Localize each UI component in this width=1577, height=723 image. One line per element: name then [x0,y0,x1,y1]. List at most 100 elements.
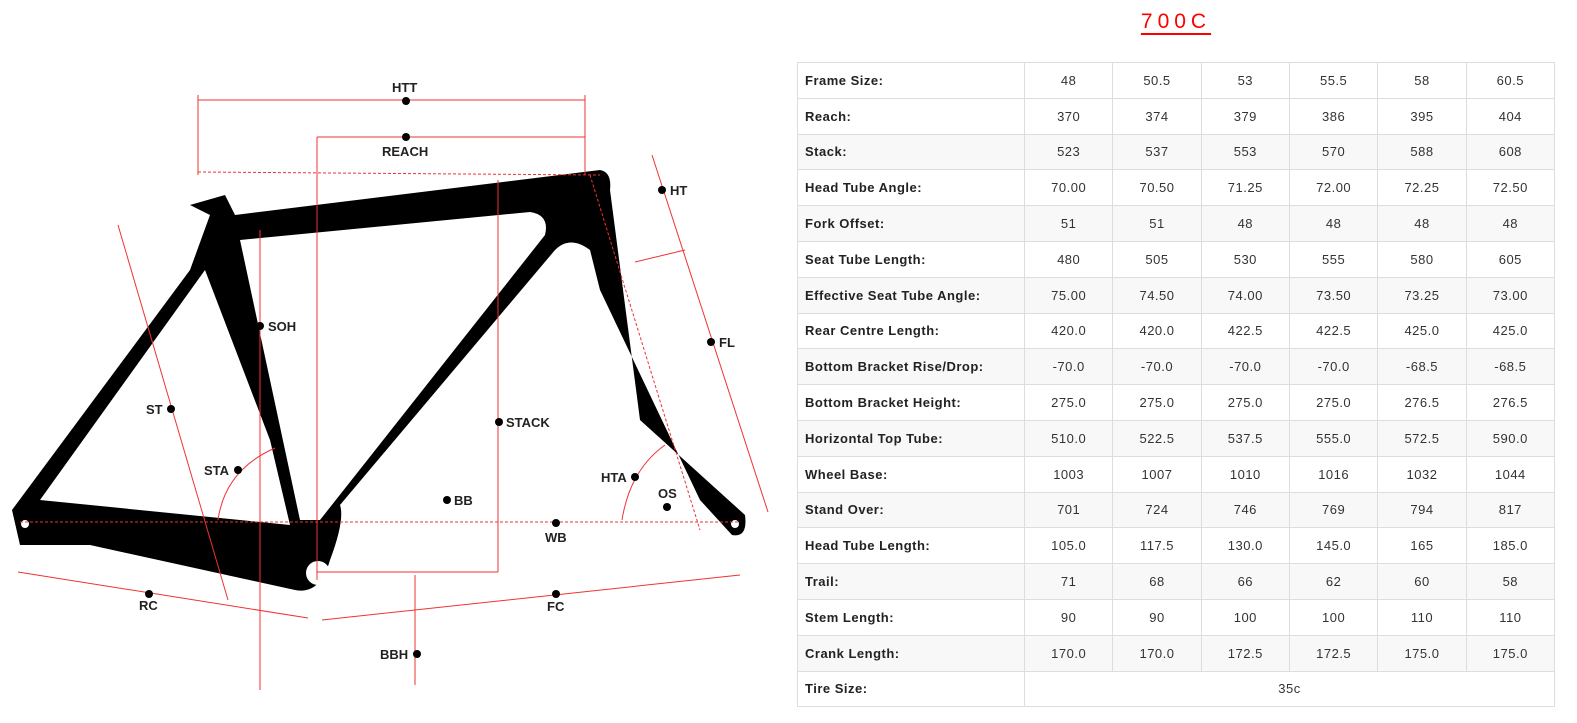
row-label: Horizontal Top Tube: [797,419,1025,457]
cell-value: 35c [1024,670,1555,708]
cell-value: 48 [1023,62,1114,99]
table-row: Bottom Bracket Rise/Drop:-70.0-70.0-70.0… [797,348,1556,386]
cell-value: 60.5 [1465,62,1556,99]
cell-value: 701 [1023,491,1114,529]
label-sta: STA [204,463,230,478]
label-hta: HTA [601,470,627,485]
cell-value: 817 [1465,491,1556,529]
row-label: Fork Offset: [797,205,1025,242]
cell-value: 74.00 [1200,276,1290,314]
cell-value: 165 [1377,527,1467,565]
cell-value: 1032 [1377,455,1467,493]
cell-value: 379 [1200,97,1290,135]
cell-value: 74.50 [1112,276,1202,314]
label-bbh: BBH [380,647,408,662]
cell-value: -68.5 [1377,348,1467,386]
cell-value: -70.0 [1200,348,1290,386]
row-label: Rear Centre Length: [797,312,1025,350]
row-label: Head Tube Length: [797,527,1025,565]
label-ht: HT [670,183,687,198]
label-st: ST [146,402,163,417]
cell-value: 422.5 [1288,312,1379,350]
cell-value: 769 [1288,491,1379,529]
cell-value: 555.0 [1288,419,1379,457]
cell-value: 590.0 [1465,419,1556,457]
cell-value: 420.0 [1023,312,1114,350]
label-fc: FC [547,599,565,614]
cell-value: 58 [1377,62,1467,99]
cell-value: -68.5 [1465,348,1556,386]
cell-value: 48 [1288,205,1379,242]
cell-value: 275.0 [1200,384,1290,421]
cell-value: 608 [1465,133,1556,171]
cell-value: 105.0 [1023,527,1114,565]
row-label: Frame Size: [797,62,1025,99]
cell-value: 605 [1465,240,1556,278]
cell-value: 1010 [1200,455,1290,493]
cell-value: 71.25 [1200,169,1290,207]
cell-value: 1044 [1465,455,1556,493]
label-wb: WB [545,530,567,545]
row-label: Reach: [797,97,1025,135]
cell-value: 537.5 [1200,419,1290,457]
cell-value: 523 [1023,133,1114,171]
cell-value: 145.0 [1288,527,1379,565]
cell-value: 70.00 [1023,169,1114,207]
cell-value: 130.0 [1200,527,1290,565]
cell-value: 175.0 [1377,634,1467,672]
cell-value: 724 [1112,491,1202,529]
cell-value: 395 [1377,97,1467,135]
cell-value: 75.00 [1023,276,1114,314]
cell-value: 175.0 [1465,634,1556,672]
cell-value: 170.0 [1112,634,1202,672]
cell-value: 570 [1288,133,1379,171]
cell-value: 386 [1288,97,1379,135]
row-label: Seat Tube Length: [797,240,1025,278]
cell-value: 276.5 [1465,384,1556,421]
cell-value: 480 [1023,240,1114,278]
row-label: Head Tube Angle: [797,169,1025,207]
row-label: Trail: [797,563,1025,600]
table-row-tire-size: Tire Size:35c [797,670,1555,708]
cell-value: -70.0 [1023,348,1114,386]
cell-value: 530 [1200,240,1290,278]
row-label: Bottom Bracket Height: [797,384,1025,421]
cell-value: 53 [1200,62,1290,99]
cell-value: 68 [1112,563,1202,600]
cell-value: 275.0 [1288,384,1379,421]
cell-value: 73.50 [1288,276,1379,314]
cell-value: 117.5 [1112,527,1202,565]
cell-value: 72.50 [1465,169,1556,207]
cell-value: 58 [1465,563,1556,600]
cell-value: -70.0 [1112,348,1202,386]
row-label: Effective Seat Tube Angle: [797,276,1025,314]
cell-value: 425.0 [1465,312,1556,350]
cell-value: 276.5 [1377,384,1467,421]
cell-value: 422.5 [1200,312,1290,350]
wheel-size-title: 700C [1140,10,1212,33]
cell-value: 185.0 [1465,527,1556,565]
label-htt: HTT [392,80,417,95]
row-label: Stack: [797,133,1025,171]
label-fl: FL [719,335,735,350]
cell-value: 370 [1023,97,1114,135]
cell-value: 1016 [1288,455,1379,493]
cell-value: 48 [1377,205,1467,242]
cell-value: 51 [1112,205,1202,242]
cell-value: 420.0 [1112,312,1202,350]
cell-value: 70.50 [1112,169,1202,207]
cell-value: 172.5 [1200,634,1290,672]
cell-value: 794 [1377,491,1467,529]
row-label: Stem Length: [797,598,1025,636]
label-bb: BB [454,493,473,508]
